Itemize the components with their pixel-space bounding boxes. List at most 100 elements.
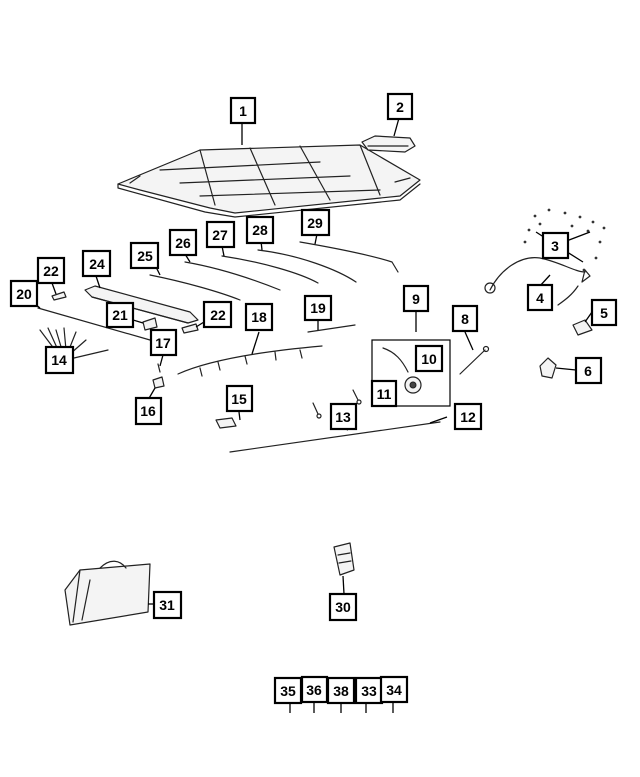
clip-part-17 bbox=[157, 363, 161, 373]
callout-29: 29 bbox=[300, 208, 331, 237]
clip-part-16 bbox=[152, 376, 165, 389]
callout-34: 34 bbox=[379, 675, 409, 704]
rod-part-8 bbox=[459, 349, 486, 375]
svg-text:28: 28 bbox=[252, 222, 268, 238]
rear-wiper-harness bbox=[484, 257, 591, 306]
callout-3: 3 bbox=[541, 231, 570, 260]
panel-part-31 bbox=[64, 560, 151, 626]
weatherstrip-part-20 bbox=[37, 307, 151, 341]
roof-bow-29 bbox=[299, 241, 399, 273]
callout-33: 33 bbox=[354, 676, 384, 705]
callout-26: 26 bbox=[168, 228, 198, 257]
clip-22-right bbox=[181, 323, 199, 334]
callout-22-right: 22 bbox=[202, 300, 233, 329]
callout-20: 20 bbox=[9, 279, 39, 308]
svg-text:33: 33 bbox=[361, 683, 377, 699]
clip-22-left bbox=[51, 291, 67, 301]
svg-text:35: 35 bbox=[280, 683, 296, 699]
callout-30: 30 bbox=[328, 592, 358, 622]
callout-15: 15 bbox=[225, 384, 254, 413]
fasteners-part-13 bbox=[312, 389, 362, 419]
svg-text:30: 30 bbox=[335, 599, 351, 615]
svg-text:38: 38 bbox=[333, 683, 349, 699]
svg-text:27: 27 bbox=[212, 227, 228, 243]
harness-clips bbox=[523, 208, 606, 272]
callout-17: 17 bbox=[149, 328, 178, 357]
roof-trim-piece bbox=[361, 135, 416, 153]
bracket-part-6 bbox=[539, 357, 557, 379]
svg-text:22: 22 bbox=[43, 263, 59, 279]
svg-text:9: 9 bbox=[412, 291, 420, 307]
roof-bow-25 bbox=[149, 274, 241, 301]
motor-part-10 bbox=[404, 376, 422, 394]
wire-harness-part-18 bbox=[177, 345, 323, 375]
callout-10: 10 bbox=[414, 344, 444, 373]
pin-part-19 bbox=[307, 324, 356, 333]
svg-text:13: 13 bbox=[335, 409, 351, 425]
callout-5: 5 bbox=[590, 298, 618, 327]
callout-1: 1 bbox=[229, 96, 257, 125]
callout-21: 21 bbox=[105, 301, 135, 329]
callout-11: 11 bbox=[370, 379, 398, 408]
svg-text:34: 34 bbox=[386, 682, 402, 698]
callout-12: 12 bbox=[453, 402, 483, 431]
callout-18: 18 bbox=[244, 302, 274, 332]
cable-part-11 bbox=[382, 347, 409, 373]
svg-text:6: 6 bbox=[584, 363, 592, 379]
svg-text:5: 5 bbox=[600, 305, 608, 321]
callout-25: 25 bbox=[129, 241, 160, 270]
callout-16: 16 bbox=[134, 396, 163, 426]
svg-text:4: 4 bbox=[536, 290, 544, 306]
svg-text:25: 25 bbox=[137, 248, 153, 264]
callout-19: 19 bbox=[303, 294, 333, 322]
svg-text:36: 36 bbox=[306, 682, 322, 698]
svg-text:29: 29 bbox=[307, 215, 323, 231]
svg-text:1: 1 bbox=[239, 103, 247, 119]
callout-13: 13 bbox=[329, 402, 358, 431]
svg-text:24: 24 bbox=[89, 256, 105, 272]
switch-part-30 bbox=[333, 542, 355, 576]
callout-6: 6 bbox=[574, 356, 603, 385]
svg-text:20: 20 bbox=[16, 286, 32, 302]
svg-text:8: 8 bbox=[461, 311, 469, 327]
svg-text:19: 19 bbox=[310, 300, 326, 316]
callout-38: 38 bbox=[326, 676, 356, 705]
callout-31: 31 bbox=[152, 590, 183, 620]
svg-text:11: 11 bbox=[377, 386, 392, 402]
svg-text:15: 15 bbox=[231, 391, 247, 407]
callout-28: 28 bbox=[245, 215, 275, 245]
callout-36: 36 bbox=[300, 675, 329, 704]
connector-part-15 bbox=[215, 417, 237, 429]
callout-22-left: 22 bbox=[36, 256, 66, 285]
svg-text:3: 3 bbox=[551, 238, 559, 254]
bracket-part-21 bbox=[142, 317, 158, 331]
svg-text:16: 16 bbox=[140, 403, 156, 419]
svg-text:10: 10 bbox=[421, 351, 437, 367]
svg-text:31: 31 bbox=[159, 597, 175, 613]
callout-8: 8 bbox=[451, 304, 479, 333]
svg-text:12: 12 bbox=[460, 409, 476, 425]
hard-top-roof bbox=[117, 144, 421, 218]
roof-bow-26 bbox=[184, 261, 281, 291]
callout-4: 4 bbox=[526, 283, 554, 312]
callout-2: 2 bbox=[386, 92, 414, 121]
roof-bow-28 bbox=[257, 249, 357, 283]
side-rail-part-24 bbox=[84, 285, 199, 324]
svg-text:14: 14 bbox=[51, 352, 67, 368]
svg-text:26: 26 bbox=[175, 235, 191, 251]
connector-part-5 bbox=[572, 319, 593, 336]
roof-bow-27 bbox=[221, 255, 319, 284]
svg-text:18: 18 bbox=[251, 309, 267, 325]
assembly-group-box bbox=[371, 339, 451, 407]
leader-lines bbox=[29, 117, 593, 713]
callout-24: 24 bbox=[81, 249, 112, 278]
svg-text:21: 21 bbox=[112, 307, 128, 323]
svg-text:17: 17 bbox=[155, 335, 171, 351]
callout-14: 14 bbox=[44, 345, 75, 375]
callout-27: 27 bbox=[205, 220, 236, 249]
long-strip-part-12 bbox=[229, 421, 441, 453]
callout-35: 35 bbox=[273, 676, 303, 705]
callout-9: 9 bbox=[402, 284, 430, 313]
svg-text:22: 22 bbox=[210, 307, 226, 323]
